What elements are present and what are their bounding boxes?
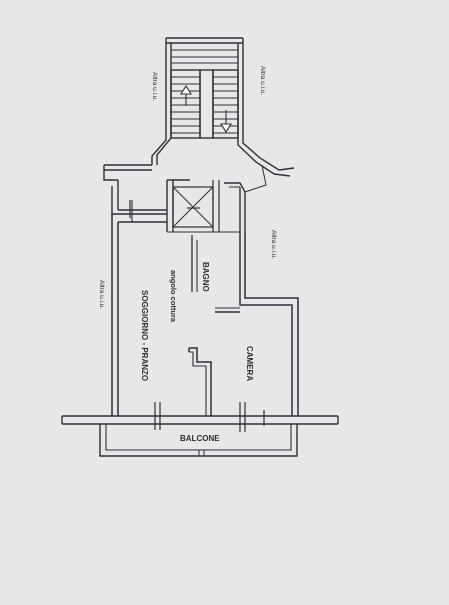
room-label-balcone: BALCONE	[180, 434, 220, 443]
apartment-walls	[111, 200, 299, 432]
boundary-label-left-mid: Altra u.i.u.	[98, 280, 105, 309]
boundary-label-left-top: Altra u.i.u.	[151, 72, 158, 101]
boundary-label-right-mid: Altra u.i.u.	[270, 230, 277, 259]
stairwell	[151, 37, 295, 193]
balcony	[61, 415, 339, 457]
boundary-label-right-top: Altra u.i.u.	[259, 66, 266, 95]
room-label-bagno: BAGNO	[201, 262, 210, 292]
entrance-area	[103, 164, 246, 233]
room-label-camera: CAMERA	[245, 346, 254, 381]
room-label-soggiorno: SOGGIORNO - PRANZO	[140, 290, 149, 381]
room-label-angolo-cottura: angolo cottura	[169, 270, 178, 323]
